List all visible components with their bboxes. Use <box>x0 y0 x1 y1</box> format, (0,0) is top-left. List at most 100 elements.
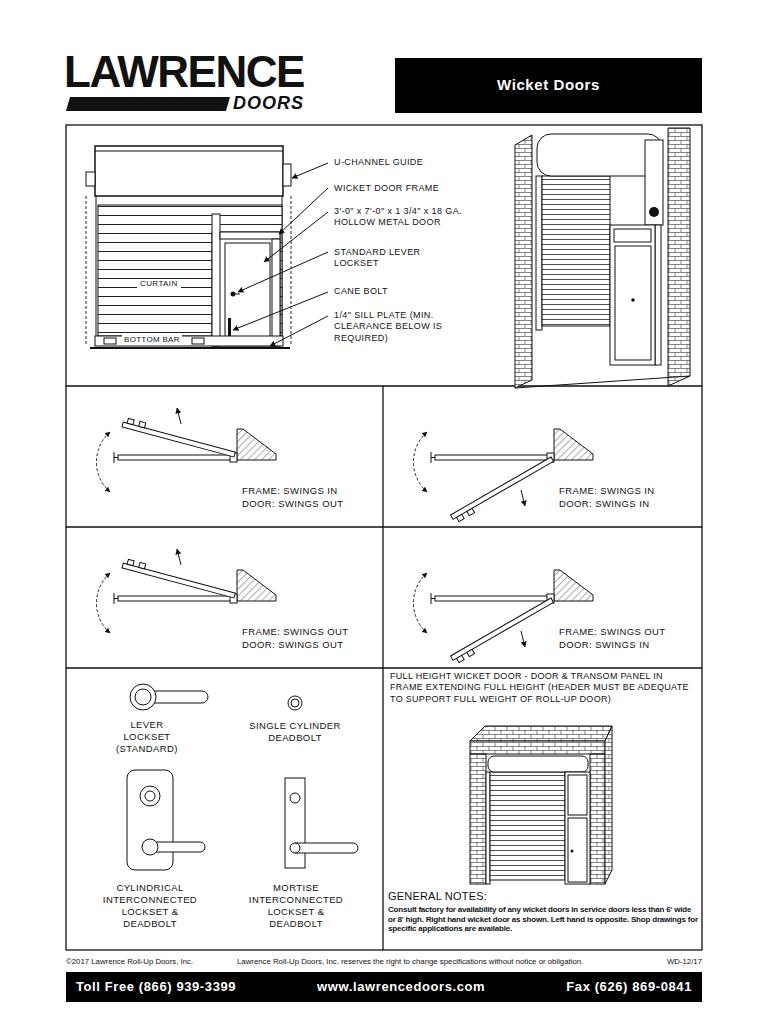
leader-lines <box>233 163 328 346</box>
lintel <box>470 741 605 754</box>
hardware-symbols <box>127 684 358 870</box>
logo-subword: DOORS <box>233 94 304 112</box>
hardware-label: SINGLE CYLINDER DEADBOLT <box>235 720 355 744</box>
leader-line <box>233 292 328 330</box>
swing-diagram <box>413 429 593 524</box>
pier-side <box>605 726 612 884</box>
hood-bracket <box>86 172 95 186</box>
swing-label: DOOR: SWINGS IN <box>559 639 649 651</box>
callout-label: CANE BOLT <box>334 286 388 297</box>
rosette <box>290 843 300 853</box>
transom-panel <box>568 775 587 815</box>
frame-header <box>220 232 280 239</box>
part-label: BOTTOM BAR <box>122 335 182 345</box>
swing-label: FRAME: SWINGS OUT <box>559 626 666 638</box>
swing-diagram <box>96 408 276 492</box>
callout-label: 1/4" SILL PLATE (MIN. CLEARANCE BELOW IS… <box>334 310 456 344</box>
swing-open <box>122 408 237 457</box>
door-knob <box>571 850 574 853</box>
wicket-door <box>568 818 587 882</box>
hardware-label: MORTISE INTERCONNECTED LOCKSET & DEADBOL… <box>244 882 348 930</box>
callout-label: WICKET DOOR FRAME <box>334 183 439 194</box>
part-label: CURTAIN <box>137 279 181 289</box>
hood-edge <box>95 151 283 152</box>
mortise-plate <box>285 778 305 868</box>
rosette-inner <box>135 689 151 705</box>
logo-stripe <box>66 97 230 111</box>
swing-label: DOOR: SWINGS IN <box>559 498 649 510</box>
hood <box>488 756 588 772</box>
door-elevation <box>86 146 291 348</box>
swing-base <box>413 429 593 492</box>
swing-open <box>451 598 556 665</box>
swing-label: DOOR: SWINGS OUT <box>242 498 343 510</box>
grid-line <box>66 385 702 386</box>
swing-base <box>96 570 276 633</box>
contact-text: Toll Free (866) 939-3399 <box>76 979 236 995</box>
callout-label: 3'-0" x 7'-0" x 1 3/4" x 18 GA. HOLLOW M… <box>334 206 504 229</box>
grid-line <box>66 526 702 527</box>
door-knob <box>631 298 635 302</box>
leader-line <box>292 163 328 178</box>
swing-open <box>451 457 556 524</box>
brick-pier <box>668 128 690 386</box>
end-plate <box>645 140 663 225</box>
leader-line <box>279 188 328 234</box>
hood <box>537 134 662 176</box>
hood <box>95 146 283 196</box>
hardware-label: LEVER LOCKSET (STANDARD) <box>107 719 187 755</box>
deadbolt-core <box>291 699 299 707</box>
swing-diagram <box>413 570 593 665</box>
transom-panel <box>614 229 651 242</box>
guide-line <box>86 196 87 346</box>
wicket-opening <box>212 232 280 346</box>
bottom-bar <box>95 336 283 346</box>
hardware-label: CYLINDRICAL INTERCONNECTED LOCKSET & DEA… <box>98 882 202 930</box>
swing-label: FRAME: SWINGS OUT <box>242 626 349 638</box>
bottom-bar-lug <box>192 338 204 344</box>
escutcheon <box>127 770 173 870</box>
callout-label: U-CHANNEL GUIDE <box>334 157 423 168</box>
cylinder-core <box>145 791 155 801</box>
hood-bracket <box>283 164 291 186</box>
title-bar: Wicket Doors <box>395 58 702 113</box>
isometric-view <box>515 128 690 388</box>
cylinder <box>140 786 160 806</box>
grid-line <box>382 386 383 950</box>
notes-body: Consult factory for availability of any … <box>388 905 698 934</box>
rosette <box>142 839 158 855</box>
brick-pier <box>590 754 605 884</box>
wicket-door <box>225 243 270 343</box>
brick-pier <box>515 135 532 388</box>
lever <box>233 294 240 295</box>
contact-bar: Toll Free (866) 939-3399 www.lawrencedoor… <box>66 972 702 1002</box>
guide <box>655 225 661 365</box>
notes-heading: GENERAL NOTES: <box>388 890 487 904</box>
curtain-slats <box>490 772 565 880</box>
swing-base <box>413 570 593 633</box>
guide-line <box>291 196 292 346</box>
guide <box>536 176 542 330</box>
wicket-frame <box>610 225 655 365</box>
note-text: FULL HEIGHT WICKET DOOR - DOOR & TRANSOM… <box>390 671 696 705</box>
document-code: WD-12/17 <box>632 957 702 967</box>
swing-label: DOOR: SWINGS OUT <box>242 639 343 651</box>
deadbolt <box>288 696 302 710</box>
wicket-door <box>615 246 651 360</box>
wicket-frame <box>565 772 590 884</box>
lintel-top <box>470 726 612 741</box>
contact-text: www.lawrencedoors.com <box>317 979 485 995</box>
frame-mullion <box>212 214 220 346</box>
callout-label: STANDARD LEVER LOCKSET <box>334 247 424 270</box>
leader-line <box>238 252 328 292</box>
leader-line <box>270 316 328 346</box>
copyright: ©2017 Lawrence Roll-Up Doors, Inc. <box>66 957 193 967</box>
cylinder <box>290 793 300 803</box>
curtain-slats <box>542 176 610 326</box>
lever-handle <box>295 843 358 853</box>
disclaimer: Lawrence Roll-Up Doors, Inc. reserves th… <box>237 957 583 967</box>
leader-line <box>264 212 328 262</box>
brick-pier <box>470 754 486 884</box>
swing-base <box>96 429 276 492</box>
